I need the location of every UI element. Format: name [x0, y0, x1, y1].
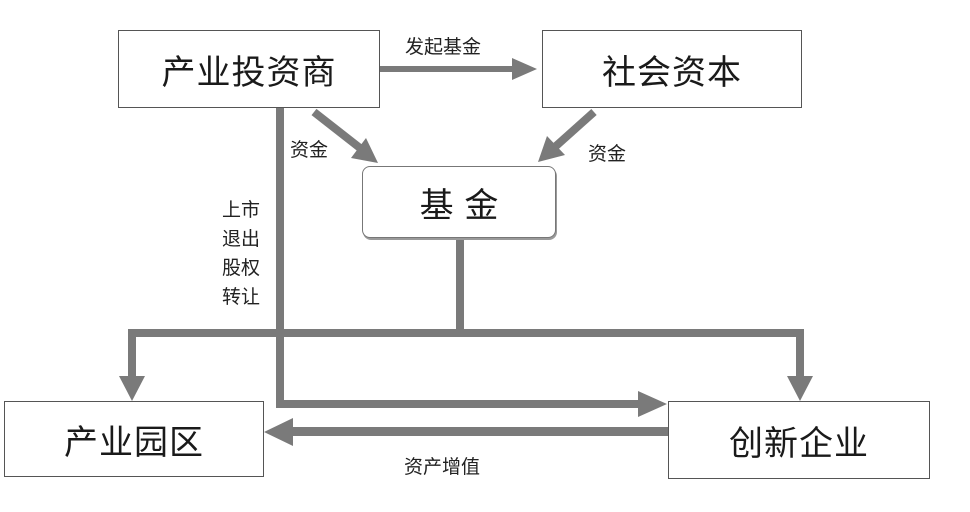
node-industrial-investor: 产业投资商: [118, 30, 380, 108]
label-initiate-fund: 发起基金: [405, 36, 482, 58]
label-exit-line-3: 股权: [222, 257, 261, 279]
node-industrial-park: 产业园区: [4, 401, 264, 477]
node-innovative-enterprise: 创新企业: [668, 401, 930, 479]
distribution-bar: [128, 329, 804, 337]
arrow-asset-appreciation: [264, 418, 668, 446]
label-exit-line-1: 上市: [222, 199, 261, 221]
arrow-social-capital-head: [538, 136, 565, 162]
node-social-capital: 社会资本: [542, 30, 802, 108]
arrow-social-capital-shaft: [553, 109, 597, 149]
fund-output-trunk: [456, 238, 464, 333]
label-exit-routes: 上市 退出 股权 转让: [222, 196, 260, 312]
arrow-to-industrial-park: [119, 333, 145, 401]
arrow-exit-to-enterprise: [276, 391, 667, 417]
node-fund: 基 金: [362, 166, 556, 238]
arrow-to-innovative-enterprise: [787, 333, 813, 401]
arrow-investor-capital-shaft: [311, 108, 363, 152]
label-exit-line-2: 退出: [222, 228, 261, 250]
label-investor-capital: 资金: [290, 139, 329, 161]
arrow-initiate-fund: [380, 58, 537, 80]
label-social-capital-funds: 资金: [588, 143, 627, 165]
label-exit-line-4: 转让: [222, 286, 261, 308]
arrow-investor-capital-head: [351, 138, 378, 163]
exit-line-vertical: [276, 108, 284, 408]
label-asset-appreciation: 资产增值: [404, 456, 481, 478]
